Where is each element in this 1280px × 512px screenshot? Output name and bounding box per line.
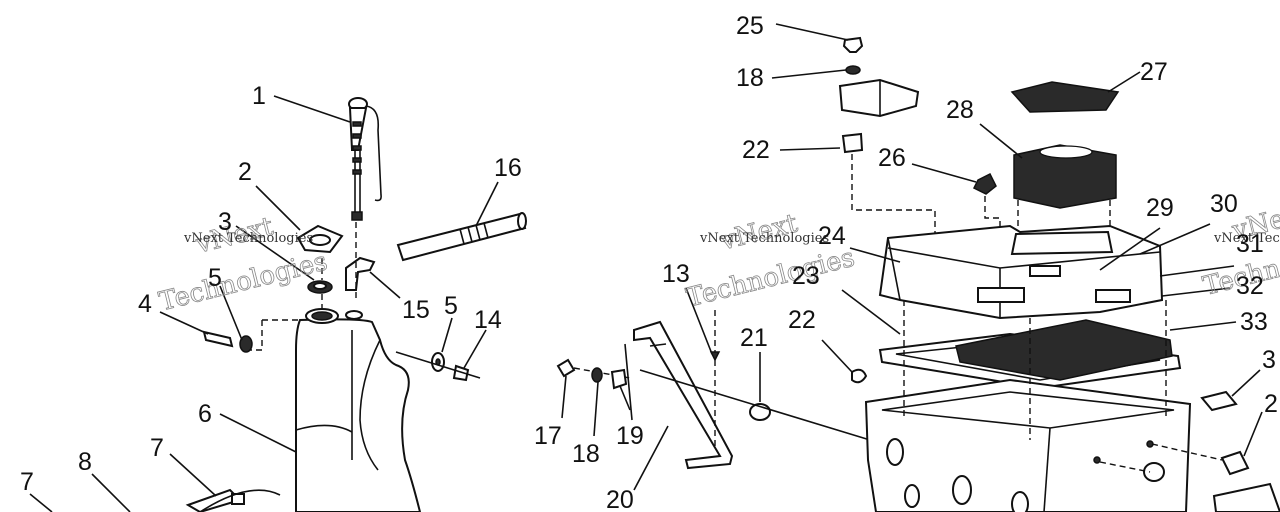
callout-23: 23 <box>792 262 820 290</box>
callout-29: 29 <box>1146 194 1174 222</box>
callout-26: 26 <box>878 144 906 172</box>
nut-18 <box>591 367 603 383</box>
callout-31: 31 <box>1236 230 1264 258</box>
callout-5-right: 5 <box>444 292 458 320</box>
callout-25: 25 <box>736 12 764 40</box>
leader-lines <box>29 23 1263 512</box>
callout-24: 24 <box>818 222 846 250</box>
bolt-and-washer <box>202 319 300 353</box>
clamp-block <box>838 78 920 118</box>
fitting-3r <box>1200 390 1238 412</box>
callout-33: 33 <box>1240 308 1268 336</box>
watermark-middle: vNext Technologies <box>683 208 858 314</box>
fitting-2r <box>1220 450 1250 476</box>
mount-bracket <box>633 320 734 470</box>
callout-21: 21 <box>740 324 768 352</box>
callout-27: 27 <box>1140 58 1168 86</box>
clip-19 <box>610 368 628 390</box>
airbox-base <box>864 378 1192 512</box>
bolt-17 <box>556 358 576 378</box>
airbox-lid <box>878 224 1164 320</box>
callout-4: 4 <box>138 290 152 318</box>
callout-22-top: 22 <box>742 136 770 164</box>
callout-20: 20 <box>606 486 634 512</box>
filter-28 <box>1013 144 1117 209</box>
callout-2: 2 <box>238 158 252 186</box>
fastener-26 <box>972 172 997 195</box>
callout-17: 17 <box>534 422 562 450</box>
callout-6: 6 <box>198 400 212 428</box>
callout-30: 30 <box>1210 190 1238 218</box>
callout-labels: 1 2 3 4 5 5 6 7 7 8 13 14 15 16 17 18 18… <box>20 12 1278 512</box>
callout-28: 28 <box>946 96 974 124</box>
callout-3: 3 <box>218 208 232 236</box>
callout-2-right: 2 <box>1264 390 1278 418</box>
vent-hose <box>396 212 527 262</box>
callout-8: 8 <box>78 448 92 476</box>
callout-13: 13 <box>662 260 690 288</box>
callout-22-bottom: 22 <box>788 306 816 334</box>
watermark-text-middle: vNext Technologies <box>699 231 829 246</box>
oil-tank <box>295 308 422 512</box>
callout-18-bottom: 18 <box>572 440 600 468</box>
watermark-text-left: vNext Technologies <box>183 231 313 246</box>
watermark-text-right: vNext Technologies <box>1213 231 1280 246</box>
watermark-left: vNext Technologies <box>156 211 331 318</box>
tank-cap <box>296 224 344 254</box>
screw-25 <box>842 36 864 53</box>
airbox-assembly <box>838 36 1280 512</box>
lower-fittings <box>185 488 281 512</box>
callout-5-left: 5 <box>208 264 222 292</box>
callout-32: 32 <box>1236 272 1264 300</box>
callout-14: 14 <box>474 306 502 334</box>
callout-7-left: 7 <box>20 468 34 496</box>
washer-18 <box>845 65 861 75</box>
washer-and-nut <box>395 351 481 382</box>
callout-1: 1 <box>252 82 266 110</box>
watermark-outline-word2: Technologies <box>683 243 857 314</box>
elbow-fitting <box>345 256 376 291</box>
grommet-22 <box>841 132 864 154</box>
callout-18-top: 18 <box>736 64 764 92</box>
callout-7-mid: 7 <box>150 434 164 462</box>
dipstick <box>348 97 382 221</box>
filter-27 <box>1010 81 1120 113</box>
callout-3-right: 3 <box>1262 346 1276 374</box>
oil-tank-assembly <box>185 97 527 512</box>
callout-19: 19 <box>616 422 644 450</box>
clip-22 <box>851 368 868 384</box>
callout-16: 16 <box>494 154 522 182</box>
mount-bracket-assembly <box>556 310 871 470</box>
watermark-outline-word2: Technologies <box>156 247 330 318</box>
filter-33 <box>955 319 1173 381</box>
callout-15: 15 <box>402 296 430 324</box>
